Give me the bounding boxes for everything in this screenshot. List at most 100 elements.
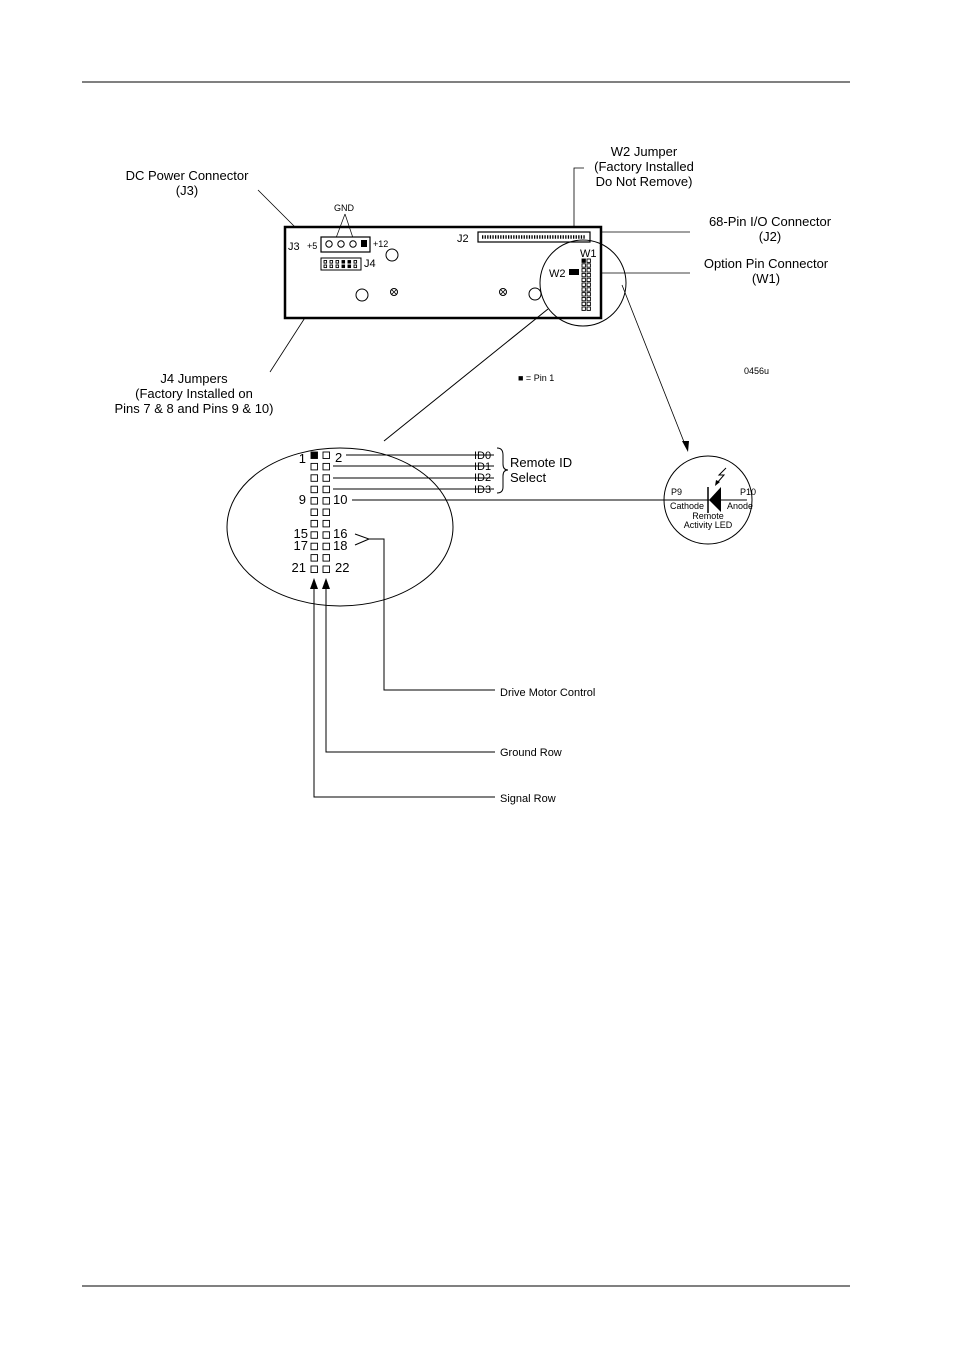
svg-text:W2: W2 xyxy=(549,268,566,280)
j4-pin xyxy=(341,260,346,264)
ground-row-leader xyxy=(325,588,495,753)
figure-code: 0456u xyxy=(744,366,769,376)
svg-text:+5: +5 xyxy=(307,241,317,251)
remote-id-select-label: Remote ID Select xyxy=(510,455,572,485)
small-pin xyxy=(586,277,591,283)
svg-text:(Factory Installed: (Factory Installed xyxy=(594,159,694,174)
ground-pin xyxy=(322,474,330,482)
svg-text:10: 10 xyxy=(333,492,347,507)
ground-pin xyxy=(322,554,330,562)
pin1-legend: ■ = Pin 1 xyxy=(518,373,554,383)
svg-text:W1: W1 xyxy=(580,248,597,260)
signal-pin xyxy=(310,531,318,539)
svg-text:ID2: ID2 xyxy=(474,472,491,484)
zoom-leader xyxy=(383,308,549,442)
j4-pin xyxy=(341,264,346,269)
small-pin xyxy=(581,272,586,278)
signal-pin xyxy=(310,474,318,482)
signal-pin xyxy=(310,485,318,494)
dc-power-connector-j3 xyxy=(320,236,371,253)
ground-pin xyxy=(322,508,330,516)
small-pin xyxy=(586,263,591,268)
mount-hole xyxy=(528,287,542,301)
svg-text:W2 Jumper: W2 Jumper xyxy=(611,144,678,159)
small-pin xyxy=(581,301,586,307)
svg-text:P10: P10 xyxy=(740,487,756,497)
svg-text:(J3): (J3) xyxy=(176,183,198,198)
zoom-circle-small xyxy=(539,239,627,327)
svg-text:2: 2 xyxy=(335,450,342,465)
small-pin xyxy=(581,296,586,302)
option-pin-connector-label: Option Pin Connector (W1) xyxy=(704,256,829,286)
led-diode-icon xyxy=(709,487,721,512)
arrowhead xyxy=(322,578,330,589)
svg-text:J3: J3 xyxy=(288,241,300,253)
svg-text:DC Power Connector: DC Power Connector xyxy=(126,168,249,183)
small-pin xyxy=(581,292,586,297)
j4-pin xyxy=(329,264,334,269)
svg-text:(J2): (J2) xyxy=(759,229,781,244)
w1-small-header xyxy=(581,258,591,311)
ground-row-label: Ground Row xyxy=(500,747,562,759)
j4-pin xyxy=(347,260,352,264)
signal-pin xyxy=(310,554,318,562)
small-pin xyxy=(581,287,586,292)
small-pin xyxy=(581,306,586,311)
w2-jumper-label: W2 Jumper (Factory Installed Do Not Remo… xyxy=(594,144,694,189)
j4-pin xyxy=(353,260,358,264)
drive-motor-leader xyxy=(369,538,495,691)
small-pin xyxy=(586,292,591,297)
j4-pin xyxy=(347,264,352,269)
j4-jumper-block xyxy=(320,257,362,271)
j4-jumpers-label: J4 Jumpers (Factory Installed on Pins 7 … xyxy=(115,371,274,416)
signal-pin xyxy=(310,462,318,471)
svg-text:Do Not Remove): Do Not Remove) xyxy=(596,174,693,189)
j4-pin xyxy=(323,264,328,269)
svg-text:(Factory Installed on: (Factory Installed on xyxy=(135,386,253,401)
signal-pin xyxy=(310,542,318,551)
ground-pin xyxy=(322,462,330,471)
svg-text:17: 17 xyxy=(294,538,308,553)
svg-text:Anode: Anode xyxy=(727,501,753,511)
ground-pin xyxy=(322,519,330,528)
w2-jumper-block xyxy=(569,269,579,275)
circuit-board: GND J3 +5 +12 J4 J2 xyxy=(283,203,603,320)
svg-text:Option Pin Connector: Option Pin Connector xyxy=(704,256,829,271)
small-pin xyxy=(581,268,586,273)
screw-icon xyxy=(499,288,507,296)
signal-pin xyxy=(310,565,318,573)
svg-text:J4 Jumpers: J4 Jumpers xyxy=(160,371,228,386)
svg-text:68-Pin I/O Connector: 68-Pin I/O Connector xyxy=(709,214,832,229)
zoom-circle-large xyxy=(226,447,454,607)
svg-text:GND: GND xyxy=(334,203,355,213)
ground-pin xyxy=(322,542,330,551)
pin-labels: 1 2 9 10 15 16 17 18 21 22 xyxy=(292,450,350,575)
svg-text:Remote: Remote xyxy=(692,511,724,521)
signal-row-leader xyxy=(313,588,495,798)
small-pin xyxy=(581,263,586,268)
small-pin xyxy=(581,277,586,283)
ground-pin xyxy=(322,451,330,459)
small-pin xyxy=(586,272,591,278)
svg-text:21: 21 xyxy=(292,560,306,575)
svg-text:J4: J4 xyxy=(364,258,376,270)
svg-text:16: 16 xyxy=(333,526,347,541)
svg-text:Cathode: Cathode xyxy=(670,501,704,511)
svg-text:P9: P9 xyxy=(671,487,682,497)
led-arrow-leader xyxy=(621,284,687,448)
svg-text:22: 22 xyxy=(335,560,349,575)
remote-activity-led: P9 P10 Cathode Anode Remote Activity LED xyxy=(663,455,756,545)
pin-1-marker xyxy=(310,451,318,459)
id-lines: ID0 ID1 ID2 ID3 xyxy=(333,450,494,496)
svg-text:1: 1 xyxy=(299,451,306,466)
j4-pin xyxy=(335,264,340,269)
small-pin xyxy=(581,258,586,263)
small-pin xyxy=(586,301,591,307)
light-emission-icon xyxy=(716,467,727,484)
ground-pin xyxy=(322,497,330,505)
svg-text:(W1): (W1) xyxy=(752,271,780,286)
dc-power-connector-label: DC Power Connector (J3) xyxy=(126,168,249,198)
ground-pin xyxy=(322,531,330,539)
small-pin xyxy=(581,282,586,287)
